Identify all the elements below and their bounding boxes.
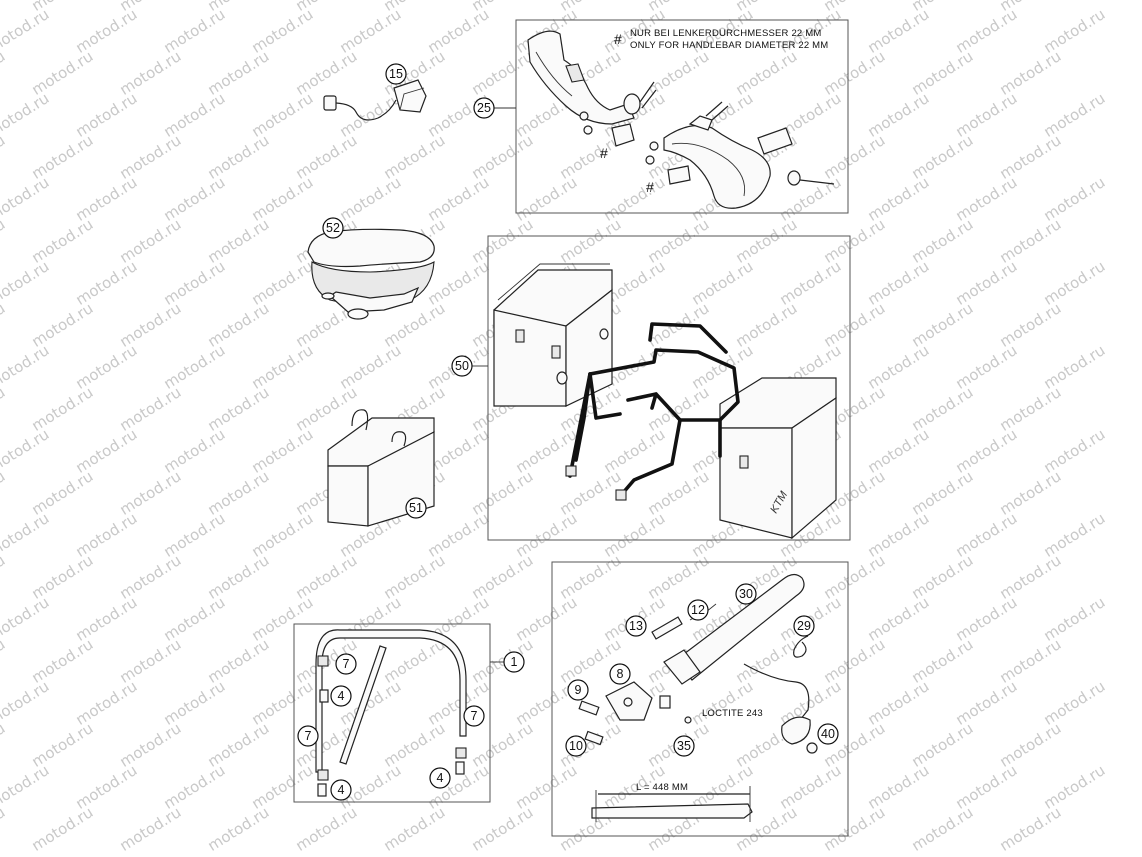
part-25-hand-guards: # # # NUR BEI LENKERDURCHMESSER 22 MM ON… [527,28,835,209]
svg-text:1: 1 [511,655,518,669]
svg-text:50: 50 [455,359,469,373]
svg-text:9: 9 [575,683,582,697]
callout-25: 25 [473,97,495,119]
callout-4c: 4 [330,779,352,801]
svg-text:15: 15 [389,67,403,81]
svg-text:4: 4 [437,771,444,785]
callout-29: 29 [793,615,815,637]
callout-7c: 7 [297,725,319,747]
callout-7a: 7 [335,653,357,675]
svg-text:13: 13 [629,619,643,633]
frame-crash-bar [293,623,491,803]
callout-40: 40 [817,723,839,745]
connector-plug [323,95,337,111]
svg-text:7: 7 [471,709,478,723]
part-51-box [327,409,435,527]
callout-8: 8 [609,663,631,685]
callout-4b: 4 [429,767,451,789]
callout-35: 35 [673,735,695,757]
callout-13: 13 [625,615,647,637]
callout-30: 30 [735,583,757,605]
part-30-side-stand: L = 448 MM LOCTITE 243 [578,573,818,822]
note-length: L = 448 MM [636,782,688,793]
callout-51: 51 [405,497,427,519]
svg-text:40: 40 [821,727,835,741]
note-marker-1: # [614,31,622,47]
note-loctite: LOCTITE 243 [702,708,763,719]
svg-text:8: 8 [617,667,624,681]
callout-9: 9 [567,679,589,701]
callout-7b: 7 [463,705,485,727]
frame-side-stand [551,561,849,837]
svg-text:51: 51 [409,501,423,515]
note-marker-2: # [600,145,608,161]
part-50-panniers: KTM [493,263,837,540]
callout-10: 10 [565,735,587,757]
relay-box [393,79,427,113]
callout-50: 50 [451,355,473,377]
callout-1: 1 [503,651,525,673]
part-1-crash-bar [315,629,467,797]
frame-panniers [487,235,851,541]
note-german: NUR BEI LENKERDURCHMESSER 22 MM [630,28,821,39]
svg-text:29: 29 [797,619,811,633]
svg-text:12: 12 [691,603,705,617]
svg-text:4: 4 [338,689,345,703]
svg-text:35: 35 [677,739,691,753]
frame-hand-guards [515,19,849,214]
svg-text:52: 52 [326,221,340,235]
part-52-seat [307,228,435,320]
svg-text:7: 7 [305,729,312,743]
note-marker-3: # [646,179,654,195]
callout-12: 12 [687,599,709,621]
callout-52: 52 [322,217,344,239]
svg-text:30: 30 [739,587,753,601]
callout-15: 15 [385,63,407,85]
svg-text:4: 4 [338,783,345,797]
note-english: ONLY FOR HANDLEBAR DIAMETER 22 MM [630,40,828,51]
part-15-wiring [323,79,427,121]
svg-text:7: 7 [343,657,350,671]
callout-4a: 4 [330,685,352,707]
svg-text:25: 25 [477,101,491,115]
svg-text:10: 10 [569,739,583,753]
